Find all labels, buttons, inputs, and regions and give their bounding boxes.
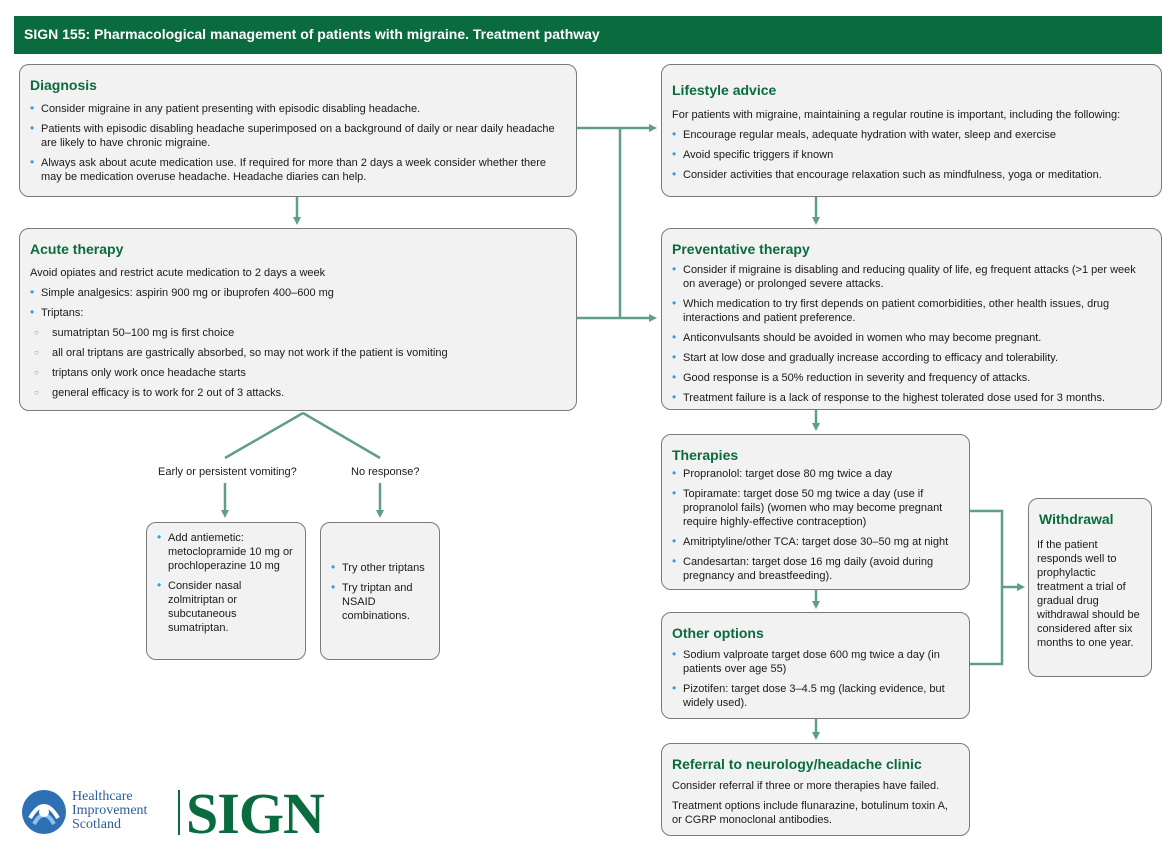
preventative-item: Consider if migraine is disabling and re… bbox=[672, 262, 1151, 291]
acute-subitem: all oral triptans are gastrically absorb… bbox=[30, 346, 566, 360]
no-response-item: Try other triptans bbox=[331, 560, 429, 575]
therapies-item: Propranolol: target dose 80 mg twice a d… bbox=[672, 466, 959, 481]
preventative-title: Preventative therapy bbox=[672, 241, 810, 257]
other-options-item: Sodium valproate target dose 600 mg twic… bbox=[672, 647, 959, 676]
hiz-logo-line: Improvement bbox=[72, 803, 148, 818]
hiz-logo-text: Healthcare Improvement Scotland bbox=[72, 790, 147, 832]
acute-therapy-title: Acute therapy bbox=[30, 241, 124, 257]
sign-logo: SIGN bbox=[186, 781, 325, 846]
acute-subitem: triptans only work once headache starts bbox=[30, 366, 566, 380]
preventative-item: Anticonvulsants should be avoided in wom… bbox=[672, 330, 1151, 345]
preventative-item: Treatment failure is a lack of response … bbox=[672, 390, 1151, 405]
referral-text-1: Consider referral if three or more thera… bbox=[672, 780, 940, 792]
acute-item: Simple analgesics: aspirin 900 mg or ibu… bbox=[30, 285, 566, 300]
withdrawal-box: Withdrawal If the patient responds well … bbox=[1028, 498, 1152, 677]
therapies-box: Therapies Propranolol: target dose 80 mg… bbox=[661, 434, 970, 590]
lifestyle-item: Encourage regular meals, adequate hydrat… bbox=[672, 127, 1151, 142]
other-options-box: Other options Sodium valproate target do… bbox=[661, 612, 970, 719]
diagnosis-title: Diagnosis bbox=[30, 77, 97, 93]
lifestyle-box: Lifestyle advice For patients with migra… bbox=[661, 64, 1162, 197]
referral-text-2: Treatment options include flunarazine, b… bbox=[672, 800, 948, 826]
no-response-item: Try triptan and NSAID combinations. bbox=[331, 580, 429, 623]
acute-therapy-box: Acute therapy Avoid opiates and restrict… bbox=[19, 228, 577, 411]
preventative-box: Preventative therapy Consider if migrain… bbox=[661, 228, 1162, 410]
branch-label-no-response: No response? bbox=[351, 466, 420, 478]
page-title: SIGN 155: Pharmacological management of … bbox=[24, 26, 600, 42]
lifestyle-item: Consider activities that encourage relax… bbox=[672, 167, 1151, 182]
diagnosis-item: Consider migraine in any patient present… bbox=[30, 101, 566, 116]
branch-label-vomiting: Early or persistent vomiting? bbox=[158, 466, 297, 478]
referral-box: Referral to neurology/headache clinic Co… bbox=[661, 743, 970, 836]
vomiting-item: Consider nasal zolmitriptan or subcutane… bbox=[157, 578, 295, 635]
diagnosis-box: Diagnosis Consider migraine in any patie… bbox=[19, 64, 577, 197]
preventative-item: Start at low dose and gradually increase… bbox=[672, 350, 1151, 365]
withdrawal-title: Withdrawal bbox=[1039, 511, 1114, 527]
header-bar: SIGN 155: Pharmacological management of … bbox=[14, 16, 1162, 54]
therapies-item: Candesartan: target dose 16 mg daily (av… bbox=[672, 554, 959, 583]
preventative-item: Good response is a 50% reduction in seve… bbox=[672, 370, 1151, 385]
therapies-item: Topiramate: target dose 50 mg twice a da… bbox=[672, 486, 959, 529]
acute-subitem: sumatriptan 50–100 mg is first choice bbox=[30, 326, 566, 340]
hiz-logo-line: Healthcare bbox=[72, 789, 133, 804]
lifestyle-intro: For patients with migraine, maintaining … bbox=[672, 109, 1121, 121]
diagnosis-item: Always ask about acute medication use. I… bbox=[30, 155, 566, 184]
logo-divider bbox=[178, 790, 180, 835]
healthcare-improvement-scotland-logo-icon bbox=[22, 790, 66, 834]
no-response-box: Try other triptans Try triptan and NSAID… bbox=[320, 522, 440, 660]
acute-subitem: general efficacy is to work for 2 out of… bbox=[30, 386, 566, 400]
acute-item: Triptans: bbox=[30, 305, 566, 320]
vomiting-item: Add antiemetic: metoclopramide 10 mg or … bbox=[157, 530, 295, 573]
vomiting-box: Add antiemetic: metoclopramide 10 mg or … bbox=[146, 522, 306, 660]
other-options-item: Pizotifen: target dose 3–4.5 mg (lacking… bbox=[672, 681, 959, 710]
preventative-item: Which medication to try first depends on… bbox=[672, 296, 1151, 325]
acute-intro: Avoid opiates and restrict acute medicat… bbox=[30, 267, 326, 279]
therapies-item: Amitriptyline/other TCA: target dose 30–… bbox=[672, 534, 959, 549]
other-options-title: Other options bbox=[672, 625, 764, 641]
lifestyle-title: Lifestyle advice bbox=[672, 82, 777, 98]
hiz-logo-line: Scotland bbox=[72, 817, 121, 832]
lifestyle-item: Avoid specific triggers if known bbox=[672, 147, 1151, 162]
referral-title: Referral to neurology/headache clinic bbox=[672, 756, 922, 772]
diagnosis-item: Patients with episodic disabling headach… bbox=[30, 121, 566, 150]
withdrawal-text: If the patient responds well to prophyla… bbox=[1037, 539, 1140, 649]
therapies-title: Therapies bbox=[672, 447, 739, 463]
